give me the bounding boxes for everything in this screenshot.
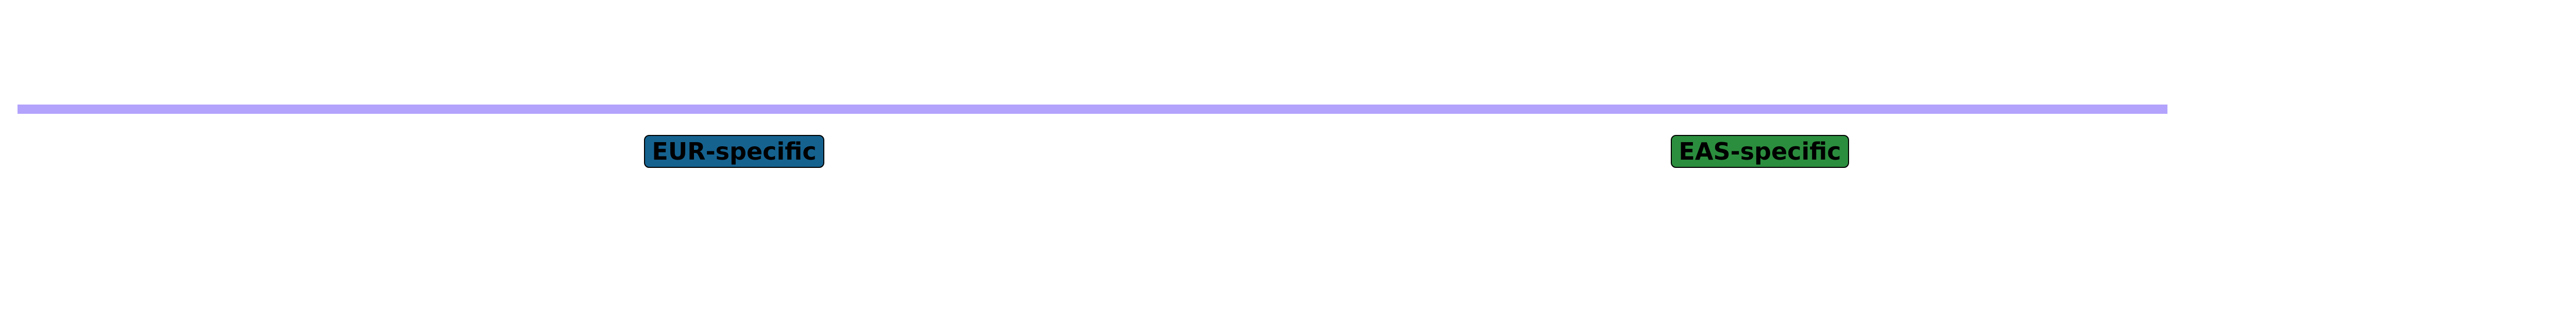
eas-specific-label-text: EAS-specific	[1679, 138, 1841, 165]
eur-specific-label: EUR-specific	[644, 135, 824, 168]
eur-specific-label-text: EUR-specific	[652, 138, 817, 165]
eas-specific-label: EAS-specific	[1671, 135, 1849, 168]
region-track-bar	[18, 105, 2167, 114]
